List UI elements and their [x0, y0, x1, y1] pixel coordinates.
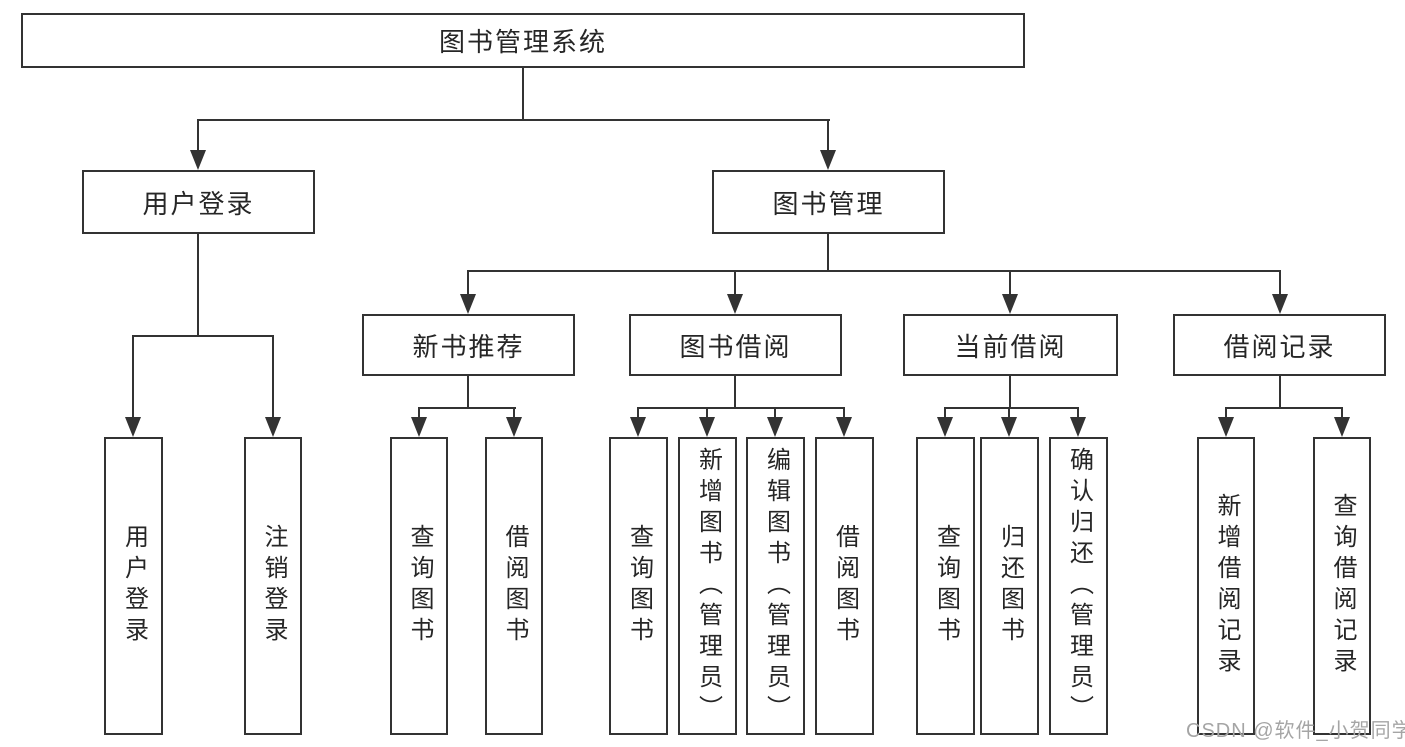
connector-line — [774, 407, 776, 419]
connector-line — [132, 335, 274, 337]
connector-line — [944, 407, 1078, 409]
connector-line — [1341, 407, 1343, 419]
leaf-nbr-borrow-books: 借阅图书 — [485, 437, 543, 735]
arrow-down-icon — [1218, 417, 1234, 437]
leaf-nbr-query-books: 查询图书 — [390, 437, 448, 735]
connector-line — [1009, 376, 1011, 409]
arrow-down-icon — [265, 417, 281, 437]
leaf-bb-add-books-admin: 新增图书（管理员） — [678, 437, 737, 735]
connector-line — [734, 270, 736, 296]
node-library-system: 图书管理系统 — [21, 13, 1025, 68]
connector-line — [467, 270, 469, 296]
leaf-cb-query-books: 查询图书 — [916, 437, 975, 735]
leaf-user-login: 用户登录 — [104, 437, 163, 735]
leaf-cb-confirm-return-admin: 确认归还（管理员） — [1049, 437, 1108, 735]
connector-line — [1279, 376, 1281, 409]
arrow-down-icon — [411, 417, 427, 437]
connector-line — [1225, 407, 1227, 419]
node-book-borrowing: 图书借阅 — [629, 314, 842, 376]
connector-line — [513, 407, 515, 419]
connector-line — [734, 376, 736, 409]
node-new-book-recommend: 新书推荐 — [362, 314, 575, 376]
node-borrow-records: 借阅记录 — [1173, 314, 1386, 376]
arrow-down-icon — [767, 417, 783, 437]
connector-line — [1077, 407, 1079, 419]
arrow-down-icon — [820, 150, 836, 170]
arrow-down-icon — [1002, 294, 1018, 314]
connector-line — [132, 335, 134, 418]
connector-line — [467, 270, 1281, 272]
connector-line — [418, 407, 516, 409]
connector-line — [1009, 270, 1011, 296]
arrow-down-icon — [1070, 417, 1086, 437]
csdn-watermark: CSDN @软件_小贺同学 — [1186, 720, 1405, 742]
arrow-down-icon — [460, 294, 476, 314]
leaf-br-query-record: 查询借阅记录 — [1313, 437, 1371, 735]
connector-line — [827, 119, 829, 152]
connector-line — [706, 407, 708, 419]
connector-line — [843, 407, 845, 419]
arrow-down-icon — [125, 417, 141, 437]
arrow-down-icon — [937, 417, 953, 437]
leaf-logout: 注销登录 — [244, 437, 302, 735]
arrow-down-icon — [630, 417, 646, 437]
connector-line — [522, 68, 524, 120]
leaf-bb-borrow-books: 借阅图书 — [815, 437, 874, 735]
arrow-down-icon — [506, 417, 522, 437]
arrow-down-icon — [1272, 294, 1288, 314]
connector-line — [467, 376, 469, 409]
arrow-down-icon — [190, 150, 206, 170]
arrow-down-icon — [699, 417, 715, 437]
node-book-management: 图书管理 — [712, 170, 945, 234]
arrow-down-icon — [727, 294, 743, 314]
arrow-down-icon — [1334, 417, 1350, 437]
connector-line — [1225, 407, 1342, 409]
connector-line — [637, 407, 639, 419]
connector-line — [272, 335, 274, 418]
connector-line — [197, 119, 830, 121]
connector-line — [418, 407, 420, 419]
leaf-br-add-record: 新增借阅记录 — [1197, 437, 1255, 735]
arrow-down-icon — [836, 417, 852, 437]
arrow-down-icon — [1001, 417, 1017, 437]
node-user-login: 用户登录 — [82, 170, 315, 234]
leaf-cb-return-books: 归还图书 — [980, 437, 1039, 735]
leaf-bb-query-books: 查询图书 — [609, 437, 668, 735]
node-current-borrowing: 当前借阅 — [903, 314, 1118, 376]
connector-line — [1279, 270, 1281, 296]
connector-line — [944, 407, 946, 419]
connector-line — [197, 119, 199, 152]
connector-line — [827, 234, 829, 272]
connector-line — [1008, 407, 1010, 419]
connector-line — [637, 407, 845, 409]
connector-line — [197, 234, 199, 337]
leaf-bb-edit-books-admin: 编辑图书（管理员） — [746, 437, 805, 735]
